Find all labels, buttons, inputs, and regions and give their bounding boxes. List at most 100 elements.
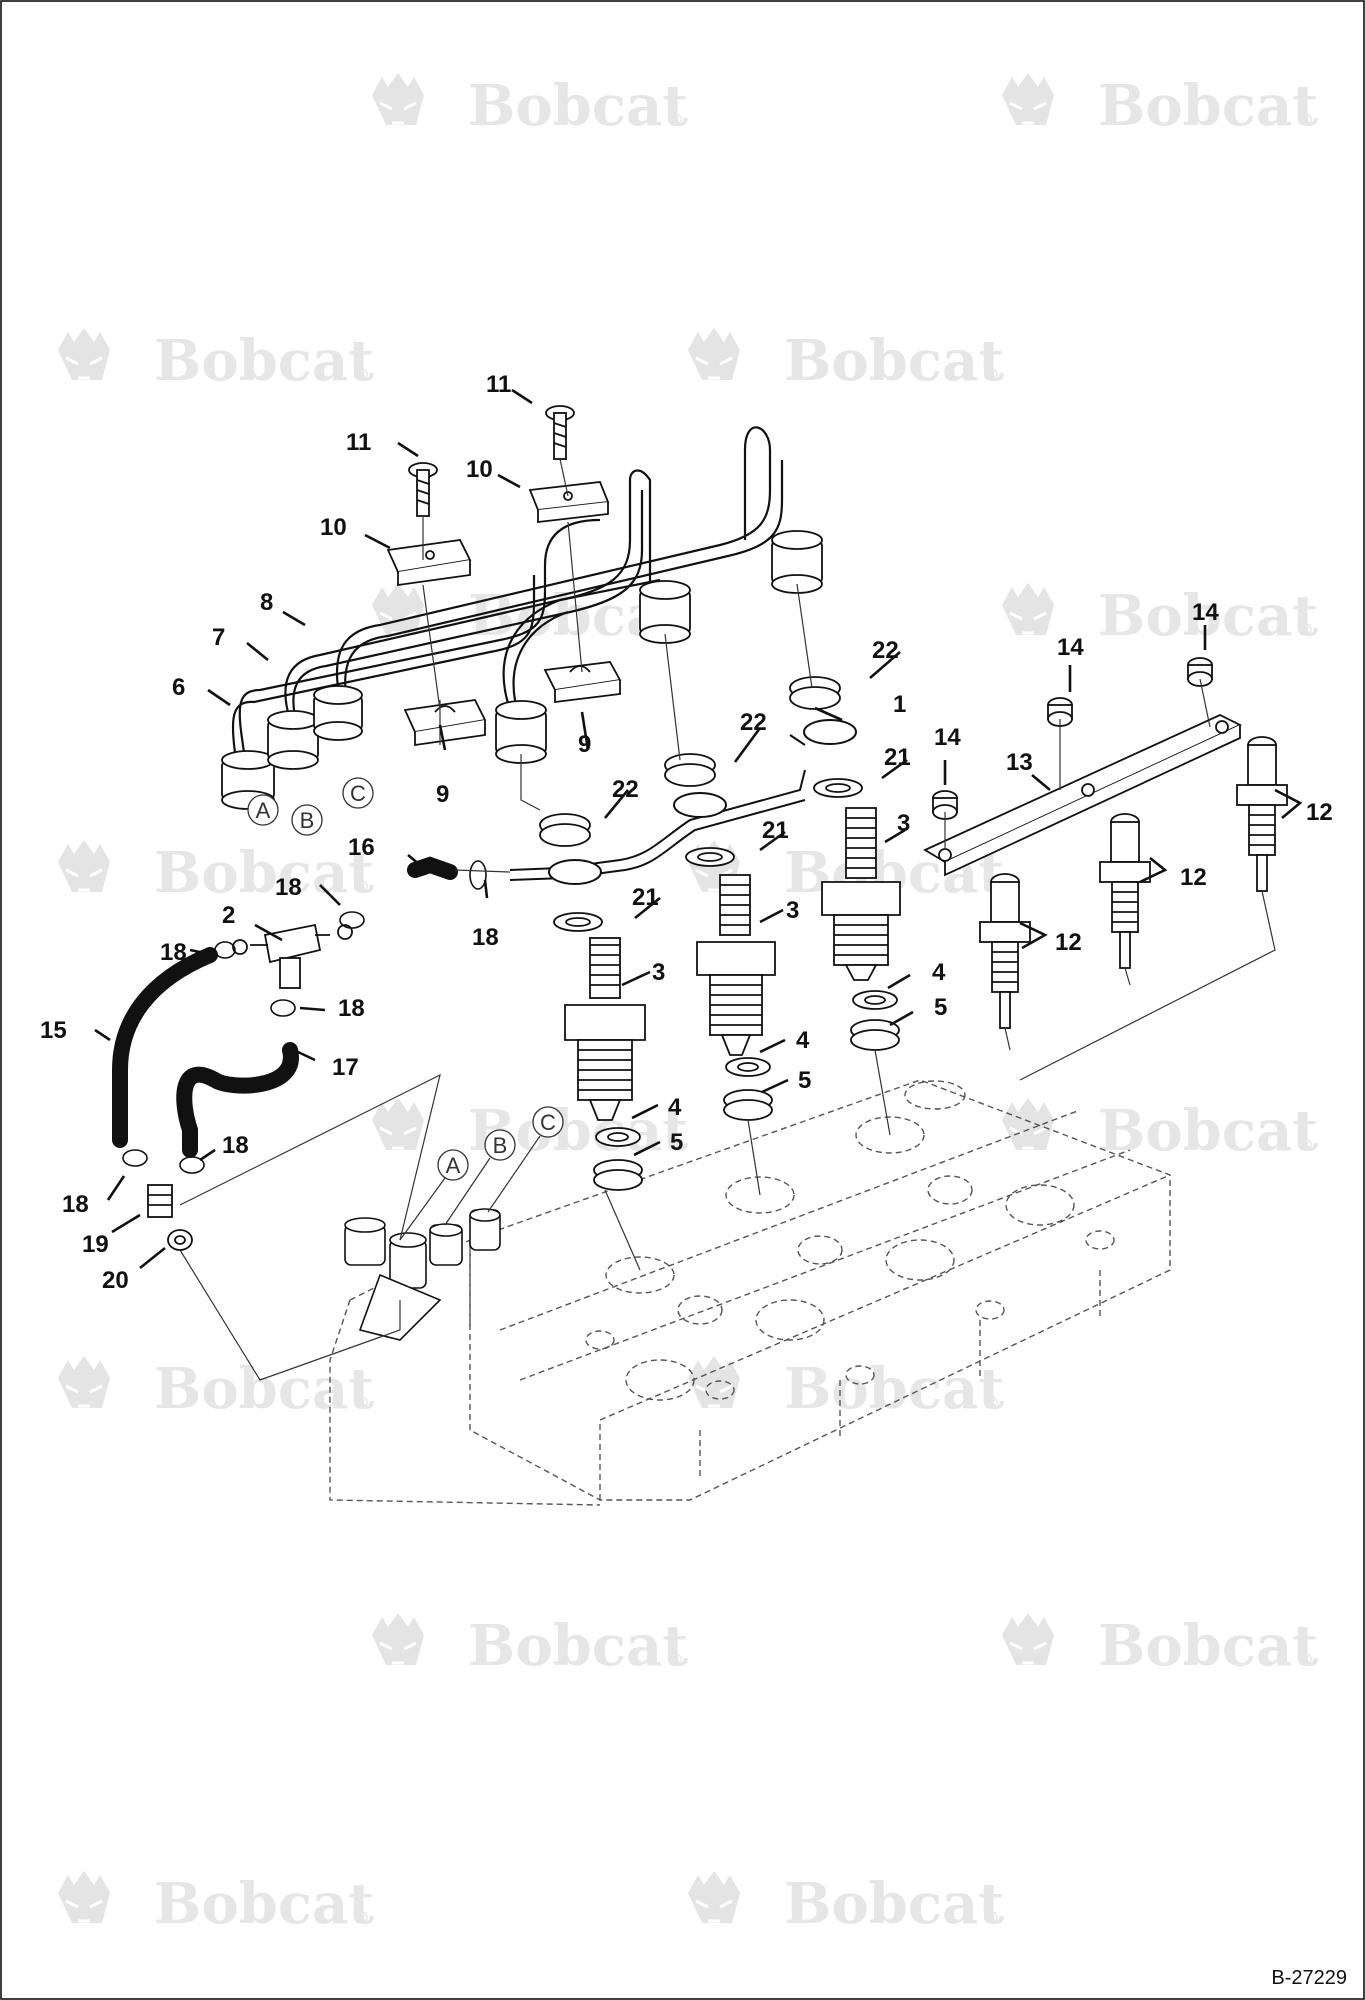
circle-label-a-pipes: A (247, 794, 279, 826)
callout-1: 1 (893, 691, 906, 718)
watermark: Bobcat® (56, 326, 374, 394)
svg-text:®: ® (1298, 1650, 1314, 1669)
svg-text:Bobcat: Bobcat (784, 328, 1004, 394)
svg-text:®: ® (354, 1908, 370, 1927)
callout-8: 8 (260, 589, 273, 616)
injector-2 (696, 874, 776, 1056)
svg-text:®: ® (984, 365, 1000, 384)
svg-text:®: ® (354, 877, 370, 896)
leak-off-pipe (509, 719, 857, 885)
callout-5: 5 (934, 994, 947, 1021)
watermark: Bobcat® (1000, 581, 1318, 649)
clamp-lines (422, 458, 583, 745)
washer-21-3 (813, 778, 863, 798)
svg-text:Bobcat: Bobcat (154, 1871, 374, 1937)
watermark: Bobcat® (1000, 1611, 1318, 1679)
callouts: 1 2 3 3 3 4 4 4 5 5 5 6 7 8 9 9 10 10 11… (40, 371, 1333, 1294)
callout-19: 19 (82, 1231, 109, 1258)
svg-text:Bobcat: Bobcat (154, 1356, 374, 1422)
svg-text:Bobcat: Bobcat (154, 840, 374, 906)
callout-17: 17 (332, 1054, 359, 1081)
callout-22: 22 (872, 637, 899, 664)
callout-9: 9 (436, 781, 449, 808)
fitting-19-20 (147, 1184, 193, 1251)
cylinder-head (329, 1079, 1171, 1506)
callout-21: 21 (884, 744, 911, 771)
watermark: Bobcat® (686, 326, 1004, 394)
svg-text:®: ® (354, 1393, 370, 1412)
clamp-10-left (386, 539, 472, 587)
hose-clips (122, 860, 487, 1174)
watermark: Bobcat® (370, 1611, 688, 1679)
callout-12: 12 (1180, 864, 1207, 891)
callout-16: 16 (348, 834, 375, 861)
nut-b (267, 710, 319, 770)
circle-label-leaders (399, 1135, 541, 1241)
callout-3: 3 (652, 959, 665, 986)
glow-plug-1 (979, 873, 1031, 1029)
washer-22-1 (539, 813, 591, 847)
svg-text:Bobcat: Bobcat (468, 73, 688, 139)
svg-text:Bobcat: Bobcat (468, 1613, 688, 1679)
glow-plug-3 (1236, 736, 1288, 892)
callout-14: 14 (1057, 634, 1084, 661)
circle-label-c-pump: C (532, 1106, 564, 1138)
callout-9: 9 (578, 731, 591, 758)
svg-text:C: C (350, 781, 366, 806)
circle-label-b-pipes: B (291, 804, 323, 836)
callout-11: 11 (486, 371, 511, 398)
injector-1 (564, 937, 646, 1121)
callout-5: 5 (798, 1067, 811, 1094)
svg-text:Bobcat: Bobcat (1098, 73, 1318, 139)
callout-2: 2 (222, 902, 235, 929)
callout-22: 22 (612, 776, 639, 803)
callout-21: 21 (762, 817, 789, 844)
circle-label-a-pump: A (437, 1149, 469, 1181)
svg-text:Bobcat: Bobcat (1098, 1613, 1318, 1679)
svg-text:C: C (540, 1110, 556, 1135)
nut-pipe-2 (639, 580, 691, 644)
callout-18: 18 (275, 874, 302, 901)
callout-4: 4 (668, 1094, 682, 1121)
washers (539, 676, 863, 932)
watermark: Bobcat® (686, 1869, 1004, 1937)
circle-label-c-pipes: C (342, 777, 374, 809)
nozzle-seals (593, 990, 900, 1191)
callout-13: 13 (1006, 749, 1033, 776)
washer-22-3 (789, 676, 841, 710)
callout-6: 6 (172, 674, 185, 701)
glow-plug-lines (944, 678, 1276, 1081)
svg-text:®: ® (354, 365, 370, 384)
svg-text:®: ® (1298, 1135, 1314, 1154)
svg-text:Bobcat: Bobcat (784, 1871, 1004, 1937)
nut-14-2 (1047, 697, 1073, 727)
callout-14: 14 (1192, 599, 1219, 626)
circle-label-b-pump: B (484, 1129, 516, 1161)
callout-18: 18 (472, 924, 499, 951)
callout-3: 3 (897, 810, 910, 837)
callout-22: 22 (740, 709, 767, 736)
watermark: Bobcat® (1000, 1096, 1318, 1164)
svg-text:A: A (446, 1153, 461, 1178)
watermark: Bobcat® (370, 71, 688, 139)
injector-3 (821, 807, 901, 981)
callout-12: 12 (1055, 929, 1082, 956)
svg-text:®: ® (668, 110, 684, 129)
injector-axis-lines (520, 583, 891, 1271)
svg-text:®: ® (1298, 620, 1314, 639)
svg-text:®: ® (984, 1908, 1000, 1927)
glow-plug-assembly (923, 657, 1288, 1029)
svg-text:®: ® (668, 1650, 684, 1669)
svg-text:Bobcat: Bobcat (1098, 583, 1318, 649)
watermark: Bobcat® (56, 1354, 374, 1422)
watermark: Bobcat® (56, 1869, 374, 1937)
callout-5: 5 (670, 1129, 683, 1156)
seal-5-3 (850, 1019, 900, 1051)
svg-text:®: ® (1298, 110, 1314, 129)
nut-pipe-3 (771, 530, 823, 594)
svg-text:B: B (493, 1133, 508, 1158)
callout-11: 11 (346, 429, 371, 456)
nut-pipe-1 (495, 700, 547, 764)
callout-18: 18 (160, 939, 187, 966)
callout-3: 3 (786, 897, 799, 924)
